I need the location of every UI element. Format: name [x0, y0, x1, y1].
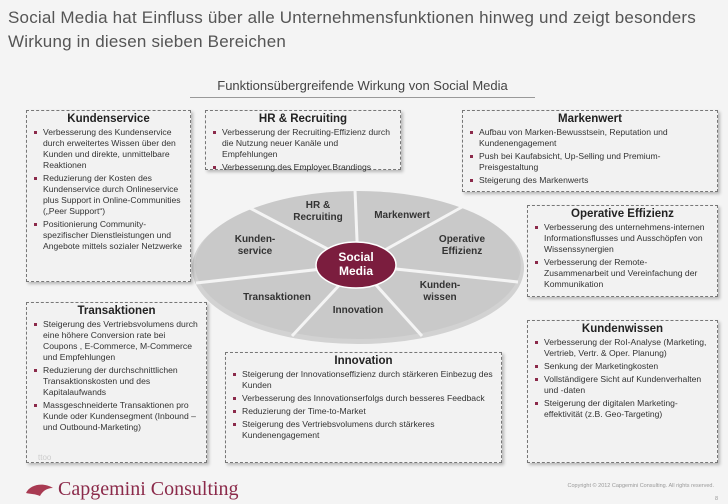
bullet-list: Steigerung der Innovationseffizienz durc…: [232, 369, 495, 441]
box-markenwert: Markenwert Aufbau von Marken-Bewusstsein…: [462, 110, 718, 192]
bullet-item: Verbesserung des unternehmens-internen I…: [534, 222, 711, 255]
bullet-item: Steigerung des Vertriebsvolumens durch s…: [232, 419, 495, 441]
bullet-item: Reduzierung der Kosten des Kundenservice…: [33, 173, 184, 217]
bullet-item: Verbesserung der Remote-Zusammenarbeit u…: [534, 257, 711, 290]
box-operative-effizienz: Operative Effizienz Verbesserung des unt…: [527, 205, 718, 297]
social-media-center: [315, 241, 397, 289]
logo-text: Capgemini Consulting: [58, 478, 239, 500]
bullet-item: Push bei Kaufabsicht, Up-Selling und Pre…: [469, 151, 711, 173]
bullet-item: Vollständigere Sicht auf Kundenverhalten…: [534, 374, 711, 396]
bullet-item: Steigerung der Innovationseffizienz durc…: [232, 369, 495, 391]
center-label-line2: Media: [339, 264, 373, 278]
bullet-item: Positionierung Community-spezifischer Di…: [33, 219, 184, 252]
segment-label: Operative: [439, 234, 486, 245]
box-title: Transaktionen: [77, 305, 156, 317]
bullet-list: Verbesserung des Kundenservice durch erw…: [33, 127, 184, 252]
bullet-item: Verbesserung der Recruiting-Effizienz du…: [212, 127, 394, 160]
bullet-list: Aufbau von Marken-Bewusstsein, Reputatio…: [469, 127, 711, 186]
box-title: Operative Effizienz: [571, 208, 674, 220]
bullet-item: Reduzierung der durchschnittlichen Trans…: [33, 365, 200, 398]
segment-label: Recruiting: [293, 212, 342, 223]
copyright: Copyright © 2012 Capgemini Consulting. A…: [567, 483, 714, 489]
box-title: HR & Recruiting: [258, 113, 348, 125]
bullet-list: Steigerung des Vertriebsvolumens durch e…: [33, 319, 200, 433]
watermark: ttoo: [38, 453, 52, 462]
slide-title: Social Media hat Einfluss über alle Unte…: [8, 8, 696, 51]
bullet-item: Senkung der Marketingkosten: [534, 361, 711, 372]
segment-label: wissen: [422, 292, 456, 303]
bullet-item: Massgeschneiderte Transaktionen pro Kund…: [33, 400, 200, 433]
bullet-item: Aufbau von Marken-Bewusstsein, Reputatio…: [469, 127, 711, 149]
bullet-list: Verbesserung der RoI-Analyse (Marketing,…: [534, 337, 711, 420]
capgemini-logo: Capgemini Consulting: [24, 478, 239, 501]
box-title: Markenwert: [558, 113, 622, 125]
bullet-item: Steigerung der digitalen Marketing-effek…: [534, 398, 711, 420]
bullet-item: Steigerung des Vertriebsvolumens durch e…: [33, 319, 200, 363]
box-transaktionen: Transaktionen Steigerung des Vertriebsvo…: [26, 302, 207, 463]
box-kundenservice: Kundenservice Verbesserung des Kundenser…: [26, 110, 191, 282]
bullet-item: Verbesserung des Kundenservice durch erw…: [33, 127, 184, 171]
bullet-item: Steigerung des Markenwerts: [469, 175, 711, 186]
box-title: Kundenwissen: [581, 323, 664, 335]
spade-logo-icon: [26, 484, 53, 496]
segment-label: Markenwert: [374, 210, 430, 221]
bullet-item: Verbesserung des Innovationserfolgs durc…: [232, 393, 495, 404]
segment-label: Kunden-: [420, 280, 461, 291]
segment-label: HR &: [306, 200, 330, 211]
bullet-list: Verbesserung des unternehmens-internen I…: [534, 222, 711, 290]
box-hr-recruiting: HR & Recruiting Verbesserung der Recruit…: [205, 110, 401, 173]
page-number: 8: [714, 496, 718, 502]
segment-label: Transaktionen: [243, 292, 311, 303]
center-label-line1: Social: [338, 250, 373, 264]
box-title: Kundenservice: [67, 113, 150, 125]
box-innovation: Innovation Steigerung der Innovationseff…: [225, 352, 502, 463]
bullet-item: Reduzierung der Time-to-Market: [232, 406, 495, 417]
segment-label: Innovation: [333, 305, 384, 316]
box-title: Innovation: [334, 355, 393, 367]
segment-label: Effizienz: [442, 246, 483, 257]
bullet-item: Verbesserung des Employer Brandings: [212, 162, 394, 173]
diagram-subtitle: Funktionsübergreifende Wirkung von Socia…: [190, 78, 535, 98]
segment-label: Kunden-: [235, 234, 276, 245]
box-kundenwissen: Kundenwissen Verbesserung der RoI-Analys…: [527, 320, 718, 463]
bullet-item: Verbesserung der RoI-Analyse (Marketing,…: [534, 337, 711, 359]
bullet-list: Verbesserung der Recruiting-Effizienz du…: [212, 127, 394, 173]
segment-label: service: [238, 246, 273, 257]
